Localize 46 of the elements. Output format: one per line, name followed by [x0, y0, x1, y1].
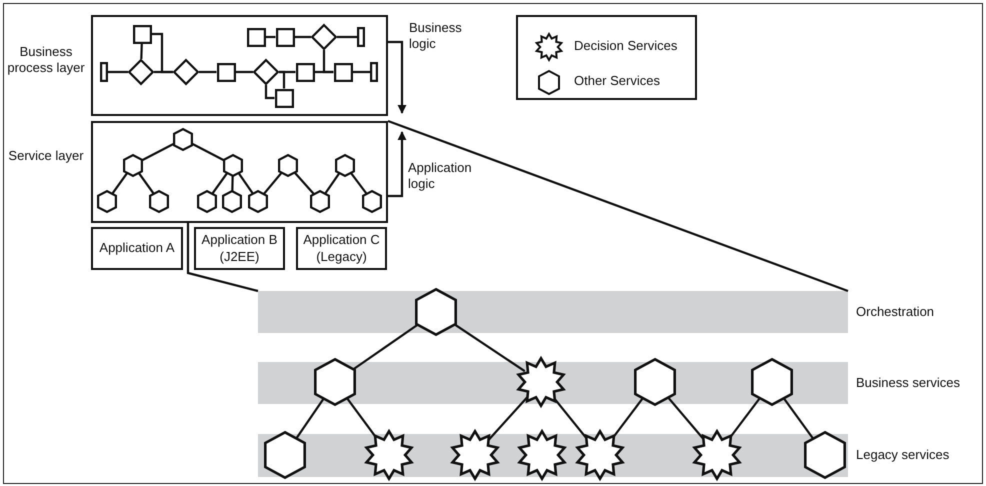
- application-box: [194, 227, 285, 270]
- layer-label: Legacy services: [856, 447, 950, 464]
- layer-label: Business services: [856, 375, 962, 392]
- connector-line: [350, 322, 420, 372]
- connector-line: [294, 36, 311, 38]
- application-box: [296, 227, 387, 270]
- connector-line: [293, 171, 315, 195]
- connector-line: [263, 172, 283, 194]
- layer-label: Business process layer: [6, 44, 86, 76]
- application-box: [91, 227, 183, 270]
- layer-label: Service layer: [7, 148, 85, 164]
- layer-label: Orchestration: [856, 304, 936, 320]
- connector-line: [266, 36, 276, 38]
- legend-text: Other Services: [574, 73, 661, 90]
- connector-line: [236, 70, 253, 74]
- connector-line: [295, 398, 325, 440]
- connector-line: [337, 36, 357, 38]
- connector-line: [231, 174, 234, 192]
- connector-line: [279, 70, 296, 74]
- connector-line: [238, 172, 254, 194]
- edge-label: Application logic: [408, 160, 473, 192]
- connector-line: [352, 70, 370, 74]
- connector-line: [140, 142, 176, 162]
- connector-line: [212, 172, 228, 194]
- connector-line: [264, 85, 274, 100]
- connector-line: [350, 172, 368, 194]
- connector-line: [322, 50, 334, 74]
- connector-line: [190, 142, 226, 162]
- arrow: [388, 40, 406, 114]
- connector-line: [782, 397, 814, 440]
- edge-label: Business logic: [409, 20, 463, 52]
- box-text: Application C (Legacy): [302, 232, 381, 265]
- connector-line: [108, 70, 128, 74]
- arrow: [388, 131, 406, 198]
- connector-line: [112, 172, 128, 194]
- connector-line: [186, 223, 258, 292]
- box-text: Application A: [98, 240, 176, 257]
- connector-line: [138, 172, 154, 194]
- connector-line: [199, 70, 216, 74]
- connector-line: [388, 120, 848, 292]
- connector-line: [324, 172, 340, 194]
- connector-line: [140, 43, 143, 60]
- connector-line: [154, 70, 173, 74]
- box-text: Application B (J2EE): [200, 232, 278, 265]
- connector-line: [487, 396, 529, 442]
- legend-text: Decision Services: [574, 38, 678, 55]
